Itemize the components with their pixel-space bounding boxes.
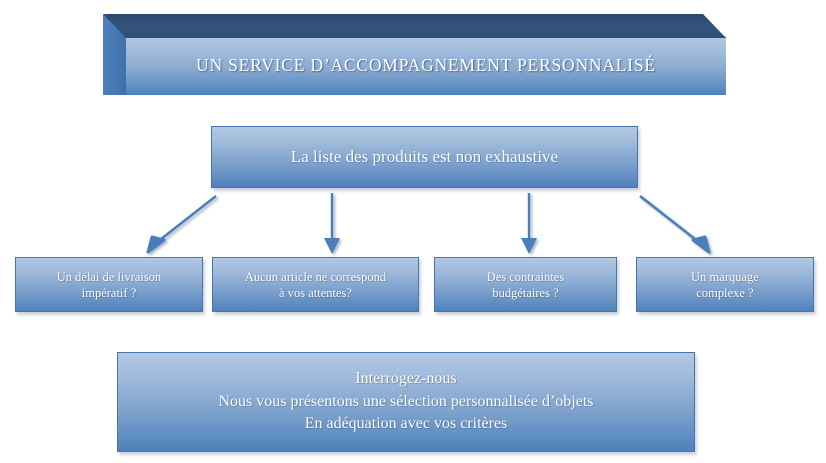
- question-line-1: Un délai de livraison: [56, 269, 162, 284]
- question-line-1: Des contraintes: [486, 269, 565, 284]
- question-box-delai: Un délai de livraison impératif ?: [15, 257, 203, 312]
- banner-left-bevel: [103, 14, 126, 95]
- conclusion-box: Interrogez-nous Nous vous présentons une…: [117, 352, 695, 452]
- question-line-2: à vos attentes?: [279, 285, 352, 300]
- question-line-2: complexe ?: [696, 285, 754, 300]
- question-line-1: Aucun article ne correspond: [244, 269, 387, 284]
- page-title: UN SERVICE D’ACCOMPAGNEMENT PERSONNALISÉ: [196, 55, 656, 75]
- arrow-to-marquage: [639, 194, 711, 254]
- arrow-to-delai: [146, 194, 217, 254]
- main-statement-text: La liste des produits est non exhaustive: [290, 147, 559, 167]
- question-line-2: impératif ?: [81, 285, 137, 300]
- question-box-article: Aucun article ne correspond à vos attent…: [212, 257, 419, 312]
- arrow-to-budget: [521, 193, 537, 254]
- question-box-marquage: Un marquage complexe ?: [636, 257, 814, 312]
- conclusion-line-3: En adéquation avec vos critères: [304, 415, 508, 433]
- arrow-to-article: [324, 193, 340, 254]
- question-line-2: budgétaires ?: [492, 285, 559, 300]
- question-line-1: Un marquage: [691, 269, 759, 284]
- conclusion-line-1: Interrogez-nous: [355, 369, 457, 387]
- banner-top-bevel: [103, 14, 726, 38]
- title-banner: UN SERVICE D’ACCOMPAGNEMENT PERSONNALISÉ: [103, 14, 726, 96]
- banner-front-face: UN SERVICE D’ACCOMPAGNEMENT PERSONNALISÉ: [126, 36, 726, 95]
- question-box-budget: Des contraintes budgétaires ?: [434, 257, 617, 312]
- main-statement-box: La liste des produits est non exhaustive: [211, 126, 638, 188]
- conclusion-line-2: Nous vous présentons une sélection perso…: [218, 392, 594, 410]
